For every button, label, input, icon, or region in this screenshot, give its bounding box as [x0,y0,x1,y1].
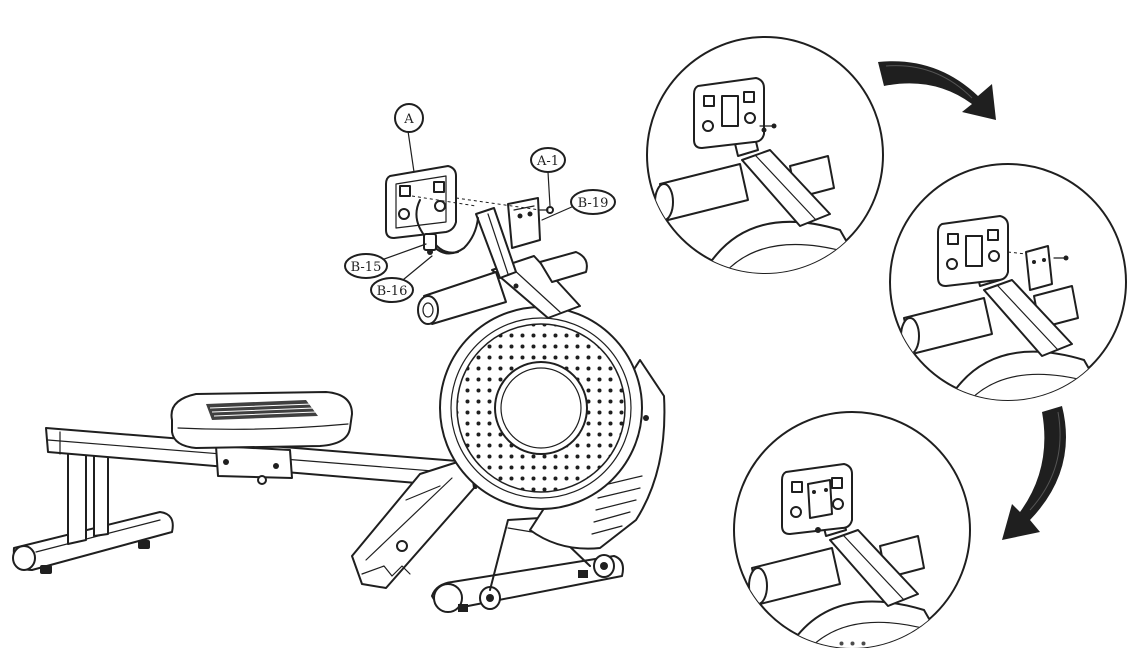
monitor-arm [475,207,517,279]
step-1-detail [646,36,884,274]
handlebar [417,251,588,325]
step-2-detail [889,163,1127,401]
console-a [385,165,477,239]
callout-b15: B-15 [344,253,388,279]
callout-b19-label: B-19 [578,196,609,211]
rowing-machine: A A-1 B-19 B-15 B-16 [12,103,666,613]
sensor-cable [415,199,479,255]
rear-stabilizer [12,511,174,574]
callout-a: A [394,103,424,133]
callout-b16-label: B-16 [377,284,408,299]
callout-a-label: A [403,112,414,127]
seat [170,391,353,485]
fan-housing [439,306,666,550]
callout-b15-label: B-15 [351,260,382,275]
curved-arrow-right-down-icon [878,61,996,120]
callout-a1: A-1 [530,147,566,173]
bracket-b19 [455,197,554,249]
callout-a1-label: A-1 [536,154,559,169]
front-base [431,517,624,613]
curved-arrow-down-left-icon [1002,406,1066,540]
step-3-detail [733,411,971,649]
callout-b19: B-19 [570,189,616,215]
callout-b16: B-16 [370,277,414,303]
